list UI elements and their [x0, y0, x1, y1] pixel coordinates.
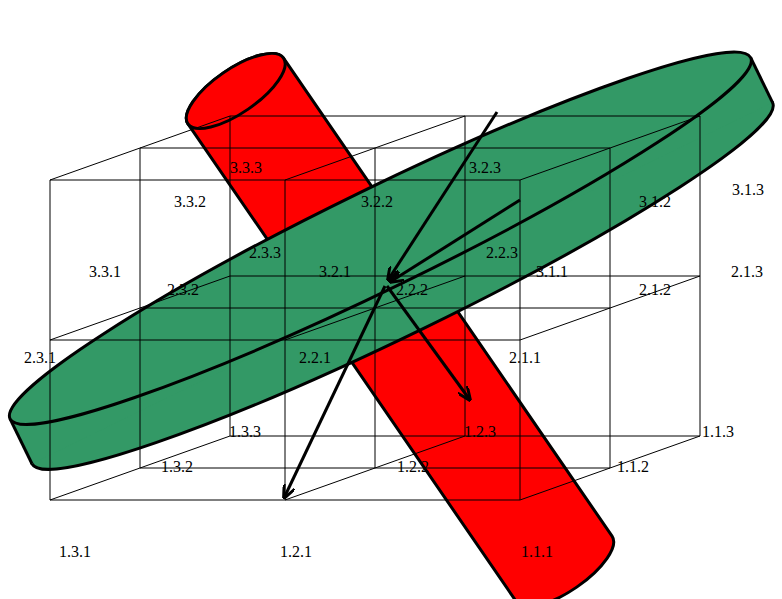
- cell-label: 2.2.1: [299, 350, 331, 366]
- cell-label: 3.2.2: [361, 194, 393, 210]
- cell-label: 2.1.2: [639, 282, 671, 298]
- grid-line: [285, 436, 465, 500]
- cell-label: 1.1.2: [617, 459, 649, 475]
- green-disc: [0, 13, 782, 509]
- cell-label: 3.1.2: [639, 194, 671, 210]
- cell-label: 1.3.3: [229, 424, 261, 440]
- cell-label: 2.1.1: [509, 350, 541, 366]
- cell-label: 3.2.1: [319, 264, 351, 280]
- cell-label: 2.2.2: [396, 282, 428, 298]
- arrows: [284, 112, 520, 498]
- cube-grid: [50, 116, 700, 500]
- grid-line: [50, 276, 230, 340]
- cell-label: 3.3.2: [174, 194, 206, 210]
- grid-line: [50, 436, 230, 500]
- grid-line: [520, 116, 700, 180]
- cell-label: 2.3.3: [249, 245, 281, 261]
- cell-label: 1.1.1: [521, 544, 553, 560]
- cell-label: 3.2.3: [469, 160, 501, 176]
- cell-label: 2.1.3: [731, 264, 763, 280]
- cell-label: 2.2.3: [486, 245, 518, 261]
- grid-line: [285, 116, 465, 180]
- grid-line: [50, 116, 230, 180]
- cell-label: 3.1.3: [732, 182, 764, 198]
- cell-label: 1.2.2: [397, 459, 429, 475]
- cell-label: 1.2.3: [464, 424, 496, 440]
- cell-label: 1.3.1: [59, 544, 91, 560]
- cell-label: 2.3.1: [24, 350, 56, 366]
- cell-label: 3.3.1: [89, 264, 121, 280]
- grid-line: [520, 436, 700, 500]
- cell-label: 3.1.1: [536, 264, 568, 280]
- cell-label: 1.1.3: [702, 424, 734, 440]
- cell-label: 2.3.2: [167, 282, 199, 298]
- grid-line: [520, 276, 700, 340]
- cell-label: 3.3.3: [230, 160, 262, 176]
- cell-label: 1.2.1: [280, 544, 312, 560]
- cell-label: 1.3.2: [161, 459, 193, 475]
